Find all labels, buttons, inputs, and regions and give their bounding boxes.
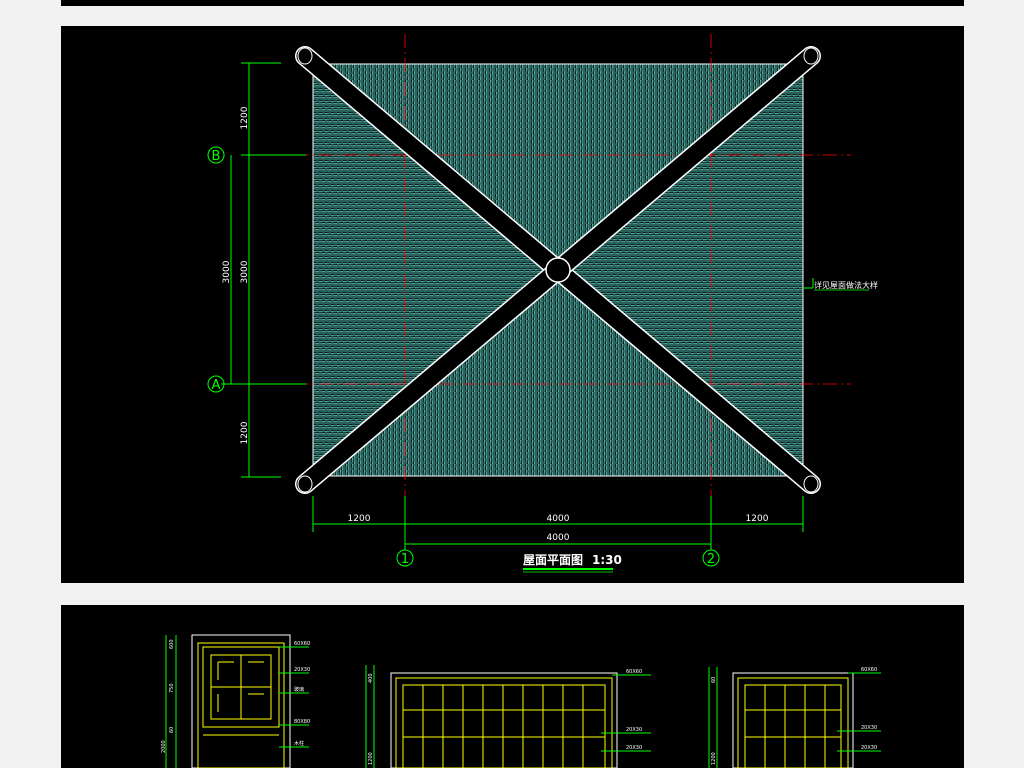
svg-text:20X30: 20X30 — [626, 727, 642, 733]
diagonal-rafters — [295, 46, 821, 494]
svg-text:2000: 2000 — [161, 740, 167, 753]
elevation-middle: 60X60 20X30 20X30 400 1200 — [365, 665, 651, 768]
axis-bubble-1: 1 — [396, 549, 414, 567]
roof-hatch — [312, 63, 804, 477]
top-strip — [61, 0, 964, 6]
roof-plan-drawing: 1200 3000 3000 1200 B A 1200 4000 1200 4… — [207, 34, 878, 573]
svg-text:60X60: 60X60 — [861, 667, 877, 673]
svg-text:400: 400 — [368, 673, 374, 683]
drawing-title: 屋面平面图 — [523, 553, 583, 567]
svg-text:60X60: 60X60 — [626, 669, 642, 675]
axis-bubble-b: B — [207, 146, 225, 164]
elevation-panel: 60X60 20X30 玻璃 80X80 木柱 600 750 60 2000 — [61, 605, 964, 768]
vertical-dimensions — [221, 62, 306, 478]
drawing-scale: 1:30 — [592, 553, 622, 567]
svg-text:1: 1 — [401, 552, 409, 567]
svg-text:1200: 1200 — [711, 752, 717, 765]
svg-text:60: 60 — [169, 727, 175, 733]
axis-lines — [271, 34, 851, 541]
horizontal-dimensions — [312, 496, 804, 550]
svg-text:20X30: 20X30 — [626, 745, 642, 751]
dim-h-middle: 4000 — [547, 514, 570, 524]
elevation-drawing: 60X60 20X30 玻璃 80X80 木柱 600 750 60 2000 — [161, 634, 881, 768]
dim-v-top: 1200 — [240, 106, 250, 129]
dim-v-bottom: 1200 — [240, 421, 250, 444]
svg-text:2: 2 — [707, 552, 715, 567]
dim-h-right: 1200 — [746, 514, 769, 524]
axis-bubble-a: A — [207, 375, 225, 393]
svg-text:玻璃: 玻璃 — [294, 686, 304, 693]
svg-text:60: 60 — [711, 677, 717, 683]
svg-text:80X80: 80X80 — [294, 719, 310, 725]
elevation-left: 60X60 20X30 玻璃 80X80 木柱 600 750 60 2000 — [161, 634, 310, 768]
svg-text:750: 750 — [169, 683, 175, 693]
axis-bubble-2: 2 — [702, 549, 720, 567]
dim-h-total: 4000 — [547, 533, 570, 543]
svg-text:木柱: 木柱 — [294, 740, 304, 747]
dim-h-left: 1200 — [348, 514, 371, 524]
svg-text:20X30: 20X30 — [861, 745, 877, 751]
svg-text:60X60: 60X60 — [294, 641, 310, 647]
svg-text:20X30: 20X30 — [861, 725, 877, 731]
roof-plan-panel: 1200 3000 3000 1200 B A 1200 4000 1200 4… — [61, 26, 964, 583]
elevation-right: 60X60 20X30 20X30 60 1200 — [708, 667, 881, 768]
svg-text:600: 600 — [169, 639, 175, 649]
dim-v-middle: 3000 — [240, 260, 250, 283]
svg-text:B: B — [212, 149, 221, 164]
svg-text:20X30: 20X30 — [294, 667, 310, 673]
svg-text:A: A — [212, 378, 221, 393]
svg-text:1200: 1200 — [368, 752, 374, 765]
dim-v-middle-outer: 3000 — [222, 260, 232, 283]
roof-note: 详见屋面做法大样 — [814, 280, 878, 290]
